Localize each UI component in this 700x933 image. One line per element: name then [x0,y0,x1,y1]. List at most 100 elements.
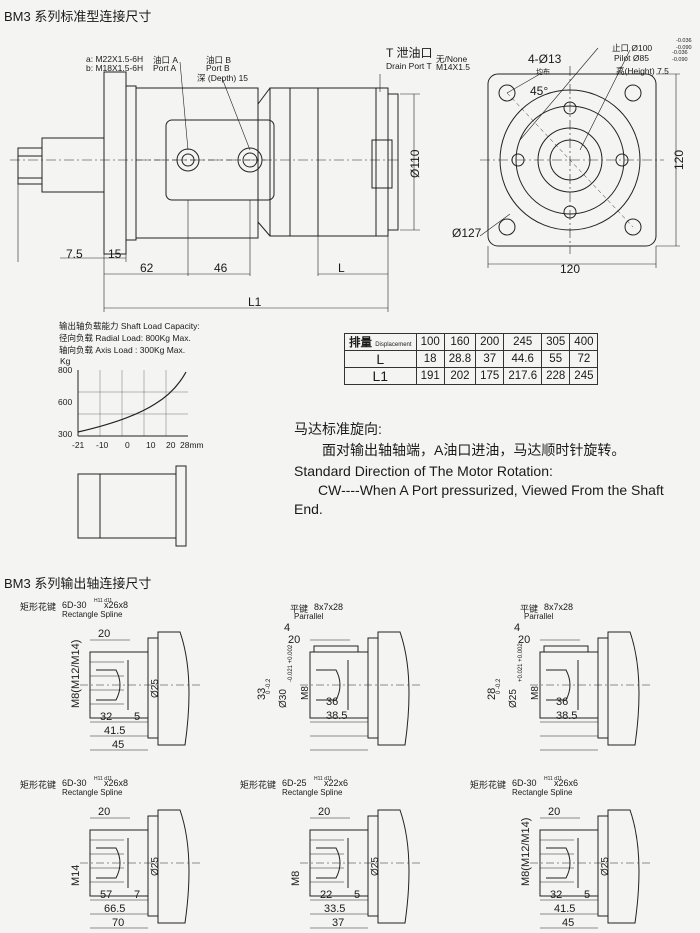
pilot-tol-top: -0.036 [672,50,688,56]
table-cell: 18 [415,350,445,368]
dim-len: 5 [354,889,361,901]
load-ytick-300: 300 [58,429,73,439]
displacement-table: 排量 Displacement 100 160 200 245 305 400 … [344,333,599,385]
dim-len: 38.5 [326,710,348,722]
rotation-body-en-1: CW----When A Port pressurized, Viewed Fr… [318,482,664,498]
table-cell: 160 [443,333,477,351]
dim-angle: 45° [530,84,549,98]
shaft-fit: H11 d11 [314,776,333,782]
shaft-type-en: Parrallel [294,612,324,621]
table-cell: 305 [541,333,571,351]
dim-len: 70 [112,917,125,929]
load-xtick: 20 [166,440,176,450]
dim-len: 32 [550,889,563,901]
table-cell: 202 [443,367,477,385]
dim-62: 62 [140,261,154,275]
port-a-thread: a: M22X1.5-6H [86,54,144,64]
header-cn: 排量 [349,337,372,349]
table-cell: 400 [569,333,599,351]
dim-20: 20 [548,806,561,818]
section2-title: BM3 系列输出轴连接尺寸 [4,576,152,591]
dim-len: 45 [562,917,575,929]
port-a-label-en: Port A [153,63,177,73]
table-cell: 28.8 [443,350,477,368]
shaft-fit: H11 d11 [94,598,113,604]
load-xtick: -21 [72,440,85,450]
load-ytick-800: 800 [58,365,73,375]
shaft-drawing [80,631,200,751]
dim-len: 36 [556,696,569,708]
shaft-type-en: Rectangle Spline [512,788,573,797]
table-cell: 200 [475,333,505,351]
table-cell: 228 [541,367,571,385]
dim-46: 46 [214,261,228,275]
load-xtick: -10 [96,440,109,450]
shaft-type-code: 6D-30 [512,778,537,788]
table-cell: 245 [503,333,543,351]
dim-len: 57 [100,889,113,901]
table-cell: 175 [475,367,505,385]
table-cell: 217.6 [503,367,543,385]
dim-len: 32 [100,711,113,723]
shaft-type-cn: 矩形花键 [240,780,277,790]
shaft-size: x26x8 [104,778,129,788]
load-unit: Kg [60,356,71,366]
dim-7-5: 7.5 [66,247,83,261]
shaft-type-en: Rectangle Spline [62,788,123,797]
dim-len: 5 [584,889,591,901]
shaft-type-en: Rectangle Spline [62,610,123,619]
table-row: L1 191 202 175 217.6 228 245 [344,367,599,385]
dim-height-tol: 0 -0.2 [496,678,502,694]
dim-20: 20 [318,806,331,818]
shaft-drawing [530,631,650,751]
spigot-tol-bot: -0.090 [676,45,692,51]
load-axial: 轴向负载 Axis Load : 300Kg Max. [59,345,186,355]
shaft-drawing [300,809,420,929]
table-row: 排量 Displacement 100 160 200 245 305 400 [344,333,599,351]
load-xtick: 28mm [180,440,204,450]
port-b-label-en: Port B [206,63,230,73]
shaft-type-en: Rectangle Spline [282,788,343,797]
shaft-type-cn: 平键 [520,604,539,614]
dim-20: 20 [98,628,111,640]
header-en: Displacement [375,342,412,348]
table-header-cell: 排量 Displacement [344,333,417,351]
dim-len: 5 [134,711,141,723]
dim-20: 20 [288,634,301,646]
shaft-size: x26x8 [104,600,129,610]
dim-w120: 120 [560,262,581,276]
dim-len: 41.5 [554,903,576,915]
shaft-drawing [80,809,200,929]
shaft-dia: Ø25 [600,857,611,876]
dim-dia-tol: +0.021 +0.002 [518,643,524,682]
table-cell: 37 [475,350,505,368]
table-cell: 191 [415,367,445,385]
pilot-tol-bot: -0.090 [672,57,688,63]
shaft-size: 8x7x28 [314,602,344,612]
shaft-thread: M8 [290,870,302,886]
pilot-label: Pilot Ø85 [614,53,649,63]
dim-len: 37 [332,917,345,929]
spigot-label: 止口 Ø100 [612,43,653,53]
shaft-fit: H11 d11 [544,776,563,782]
dim-key-w: 4 [284,622,291,634]
height-label: 高(Height) 7.5 [616,66,669,76]
dim-len: 66.5 [104,903,126,915]
dim-dia127: Ø127 [452,226,482,240]
shaft-thread: M14 [70,864,82,886]
rotation-title-cn: 马达标准旋向: [294,421,382,437]
dim-dia-tol: -0.021 +0.002 [288,644,294,682]
shaft-type-code: 6D-25 [282,778,307,788]
dim-20: 20 [518,634,531,646]
table-cell: 100 [415,333,445,351]
load-xtick: 10 [146,440,156,450]
dim-len: 38.5 [556,710,578,722]
shaft-type-cn: 矩形花键 [20,602,57,612]
dim-L: L [338,261,345,275]
port-depth: 深 (Depth) 15 [197,73,249,83]
shaft-drawing [530,809,650,929]
dim-holes: 4-Ø13 [528,52,562,66]
shaft-type-cn: 平键 [290,604,309,614]
rotation-body-cn: 面对输出轴轴端，A油口进油，马达顺时针旋转。 [322,442,626,458]
load-title: 输出轴负载能力 Shaft Load Capacity: [59,321,200,331]
